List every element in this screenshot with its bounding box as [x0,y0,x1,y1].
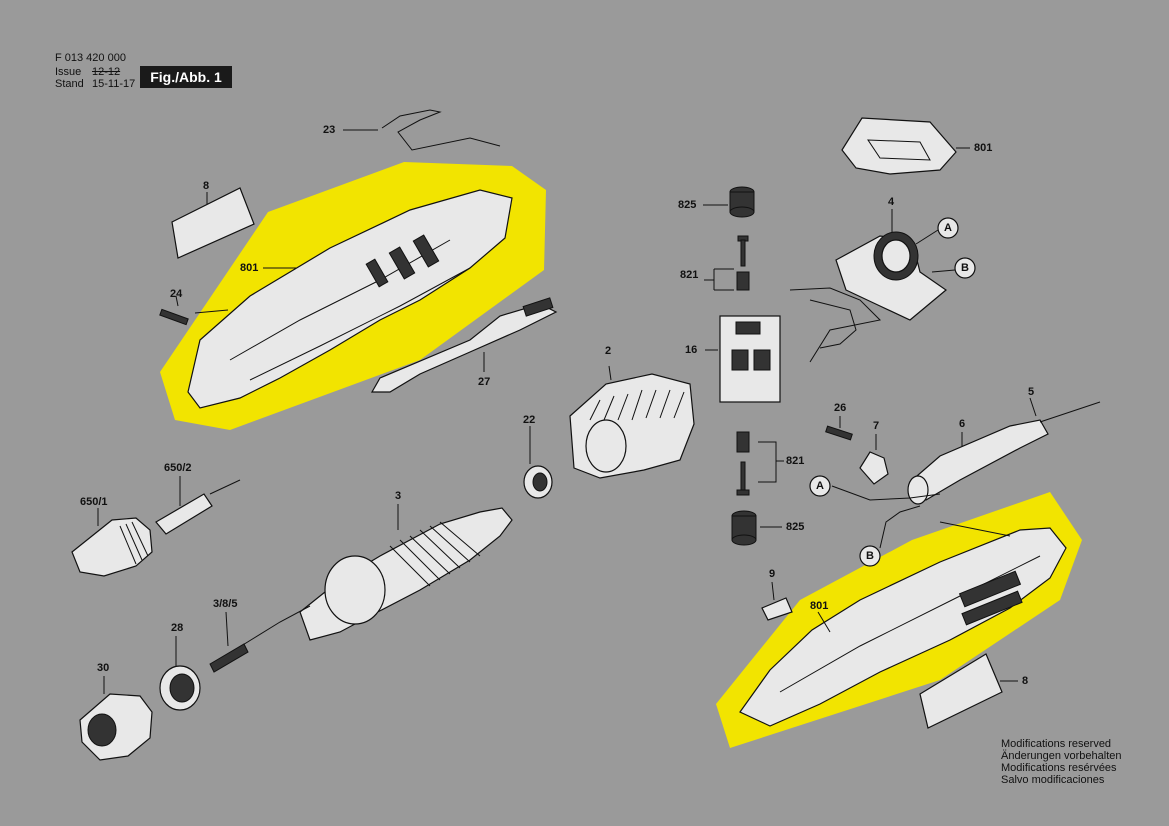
part-8-label-plate-bottom [919,653,1003,729]
label-part-825-bottom: 825 [786,521,805,533]
part-26-screw [825,425,853,441]
part-8-label-plate-top [171,187,255,259]
part-9-label-small [761,597,793,621]
label-part-2: 2 [605,345,612,357]
callout-b-bottom: B [866,550,874,562]
stand-date: 15-11-17 [92,78,136,90]
part-7-cord-clamp [859,451,889,485]
notice-line-de: Änderungen vorbehalten [1001,750,1122,762]
part-801-top-cover [841,117,957,175]
label-part-801-left: 801 [240,262,259,274]
figure-label: Fig./Abb. 1 [140,66,232,88]
label-part-28: 28 [171,622,184,634]
label-part-3-8-5: 3/8/5 [213,598,238,610]
label-part-650-1: 650/1 [80,496,108,508]
label-part-801-right: 801 [810,600,829,612]
label-part-6: 6 [959,418,966,430]
notice-line-fr: Modifications resérvées [1001,762,1117,774]
part-5-power-cord [1039,401,1101,423]
label-part-22: 22 [523,414,536,426]
part-821-brush-bottom [736,431,750,453]
part-821-brush-top [736,271,750,291]
label-part-801-top-right: 801 [974,142,993,154]
part-24-screw [159,308,189,326]
part-801-right-housing [739,527,1067,727]
callout-a-bottom: A [816,480,824,492]
label-part-650-2: 650/2 [164,462,192,474]
label-part-4: 4 [888,196,895,208]
label-part-821-top: 821 [680,269,699,281]
part-650-1-collet-nut [71,517,153,577]
label-part-3: 3 [395,490,402,502]
label-part-8-top: 8 [203,180,210,192]
label-part-7: 7 [873,420,880,432]
part-2-field-coil [569,373,695,479]
part-27-switch-slide [370,303,558,393]
notice-line-en: Modifications reserved [1001,738,1112,750]
label-part-24: 24 [170,288,183,300]
label-part-5: 5 [1028,386,1035,398]
part-6-cord-sleeve [909,419,1049,501]
part-801-left-housing [187,189,513,409]
label-part-23: 23 [323,124,336,136]
label-part-821-bottom: 821 [786,455,805,467]
issue-date: 12-12 [92,66,121,78]
label-part-26: 26 [834,402,847,414]
modifications-notice: Modifications reserved Änderungen vorbeh… [1001,738,1121,786]
label-part-16: 16 [685,344,698,356]
part-650-2-extension [155,493,213,535]
label-part-27: 27 [478,376,491,388]
part-23-clip [381,109,501,151]
callout-b-top: B [961,262,969,274]
callout-a-top: A [944,222,952,234]
label-part-825-top: 825 [678,199,697,211]
stand-label: Stand [55,78,84,90]
label-part-9: 9 [769,568,776,580]
label-part-8-bottom: 8 [1022,675,1029,687]
label-part-30: 30 [97,662,110,674]
document-number: F 013 420 000 [55,52,126,64]
part-3-8-5-collet [209,643,249,673]
notice-line-es: Salvo modificaciones [1001,774,1105,786]
issue-label: Issue [55,66,82,78]
